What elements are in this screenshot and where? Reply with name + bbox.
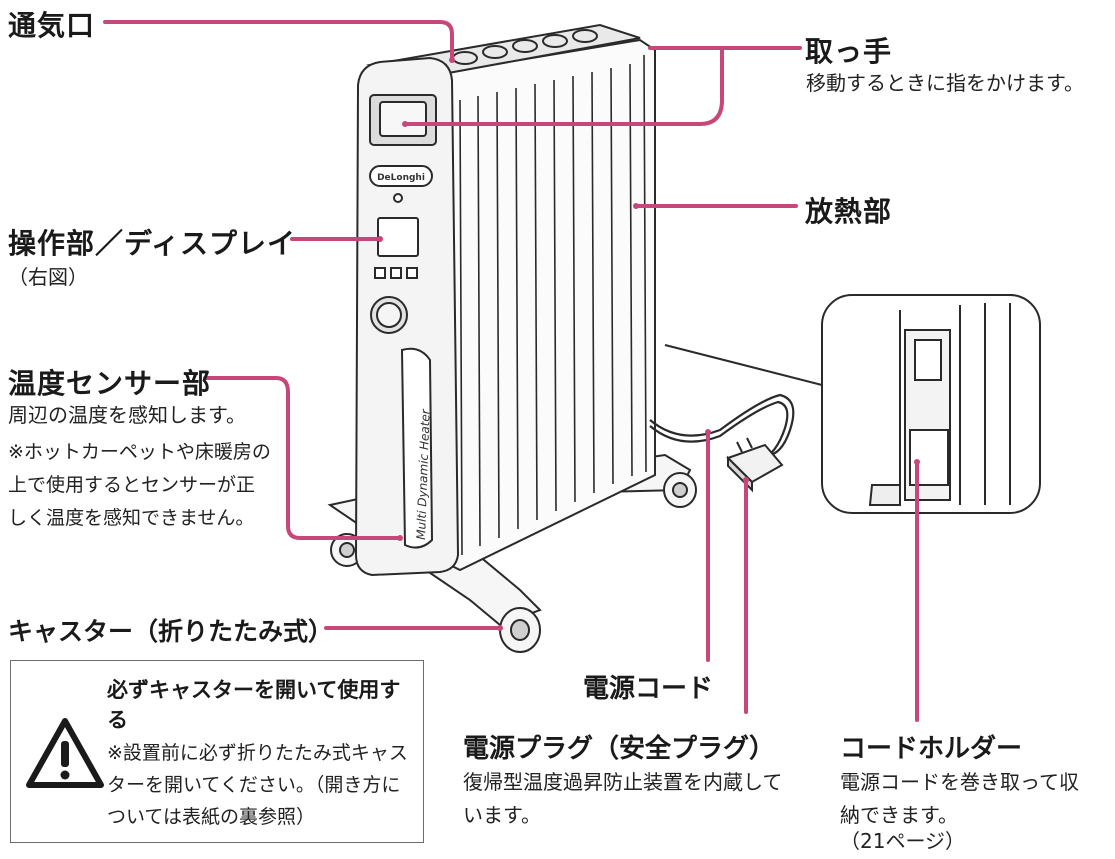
cord-holder-inset xyxy=(664,294,1041,514)
warning-box: 必ずキャスターを開いて使用する ※設置前に必ず折りたたみ式キャスターを開いてくだ… xyxy=(10,660,424,843)
side-model-text: Multi Dynamic Heater xyxy=(414,408,433,540)
sensor-label: 温度センサー部 xyxy=(8,367,212,400)
caster-label: キャスター（折りたたみ式） xyxy=(8,617,334,646)
warning-title: 必ずキャスターを開いて使用する xyxy=(107,678,401,732)
control-panel-ref: （右図） xyxy=(8,265,88,289)
leader-lines xyxy=(103,20,919,722)
power-plug-label: 電源プラグ（安全プラグ） xyxy=(463,734,776,764)
radiator-label: 放熱部 xyxy=(805,195,893,228)
power-plug-description: 復帰型温度過昇防止装置を内蔵しています。 xyxy=(463,770,783,827)
warning-triangle-icon xyxy=(26,718,104,788)
leader-sensor xyxy=(203,376,402,540)
control-panel-label: 操作部／ディスプレイ xyxy=(8,227,297,260)
sensor-note: ※ホットカーペットや床暖房の上で使用するとセンサーが正しく温度を感知できません。 xyxy=(8,441,271,529)
cord-holder-ref: （21ページ） xyxy=(840,829,966,853)
cord-holder-description: 電源コードを巻き取って収納できます。 xyxy=(840,770,1079,827)
cord-holder-label: コードホルダー xyxy=(840,734,1023,764)
handle-label: 取っ手 xyxy=(805,35,893,68)
power-cord xyxy=(649,393,795,462)
leader-vent xyxy=(103,20,454,62)
power-plug xyxy=(726,437,784,493)
handle-description: 移動するときに指をかけます。 xyxy=(806,71,1084,95)
vent-label: 通気口 xyxy=(8,9,96,42)
brand-logo-text: DeLonghi xyxy=(377,173,425,183)
fin-lines xyxy=(459,54,647,556)
leader-dots xyxy=(377,57,920,631)
power-cord-label: 電源コード xyxy=(583,674,714,704)
leader-handle-bend xyxy=(403,46,724,126)
warning-text: ※設置前に必ず折りたたみ式キャスターを開いてください。（開き方については表紙の裏… xyxy=(107,742,408,828)
sensor-description: 周辺の温度を感知します。 xyxy=(8,403,246,427)
front-panel xyxy=(354,56,460,577)
